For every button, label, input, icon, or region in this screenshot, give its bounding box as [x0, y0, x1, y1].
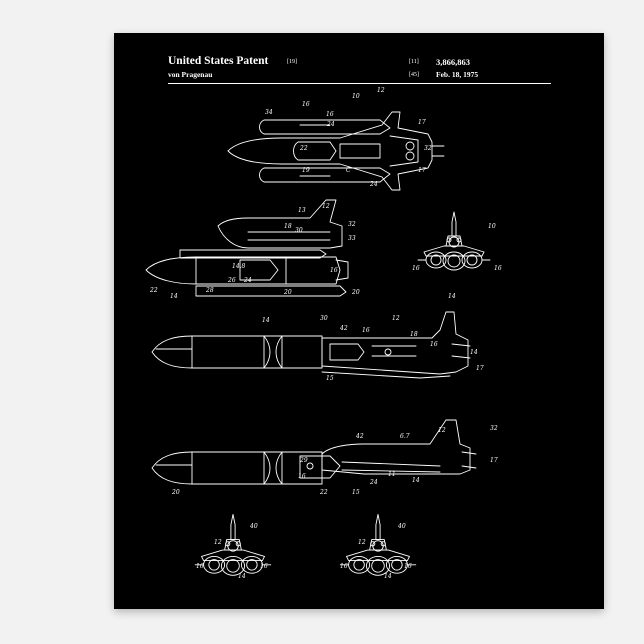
reference-numeral-fig5: 15 — [352, 489, 360, 496]
reference-numeral-fig5: 17 — [490, 457, 498, 464]
reference-numeral-fig1: 24 — [326, 121, 335, 128]
patent-title: United States Patent — [168, 55, 269, 67]
figure-5-side-view — [151, 420, 476, 485]
reference-numeral-fig1: 34 — [265, 109, 273, 116]
reference-numeral-fig3: 12 — [322, 203, 330, 210]
reference-numeral-fig2: 10 — [488, 223, 496, 230]
reference-numeral-fig2: 16 — [412, 265, 420, 272]
patent-poster: United States Patent [19] von Pragenau [… — [114, 33, 604, 609]
reference-numeral-fig2: 14 — [448, 293, 456, 300]
reference-numeral-fig4: 16 — [430, 341, 438, 348]
reference-numeral-fig6: 16 — [196, 563, 204, 570]
reference-numeral-fig3: 32 — [348, 221, 356, 228]
reference-numeral-fig4: 14 — [470, 349, 478, 356]
reference-numeral-fig1: 16 — [302, 101, 310, 108]
date-tag: [45] — [409, 72, 419, 78]
reference-numeral-fig4: 15 — [326, 375, 334, 382]
reference-numeral-fig5: 16 — [298, 473, 306, 480]
reference-numeral-fig3: 30 — [295, 227, 303, 234]
figure-2-front-view — [417, 211, 491, 271]
reference-numeral-fig5: 29 — [299, 457, 308, 464]
reference-numeral-fig3: 33 — [348, 235, 356, 242]
reference-numeral-fig4: 14 — [262, 317, 270, 324]
reference-numeral-fig5: 20 — [171, 489, 180, 496]
header-rule — [168, 83, 551, 84]
patent-drawings: 10121634241732172219C2416101616141213183… — [114, 87, 502, 580]
reference-numeral-fig7: 16 — [404, 563, 412, 570]
reference-numeral-fig3: 24 — [243, 277, 252, 284]
reference-numeral-fig7: 40 — [397, 523, 406, 530]
reference-numeral-fig5: 32 — [490, 425, 498, 432]
reference-numeral-fig1: 17 — [418, 119, 426, 126]
reference-numeral-fig1: 12 — [377, 87, 385, 94]
reference-numeral-fig1: 10 — [352, 93, 360, 100]
reference-numeral-fig6: 16 — [260, 563, 268, 570]
reference-numeral-fig7: 16 — [340, 563, 348, 570]
reference-numeral-fig3: 20 — [351, 289, 360, 296]
reference-numeral-fig3: 16 — [330, 267, 338, 274]
reference-numeral-fig5: 42 — [355, 433, 364, 440]
reference-numeral-fig5: 12 — [438, 427, 446, 434]
reference-numeral-fig3: 14 — [170, 293, 178, 300]
reference-numeral-fig4: 42 — [339, 325, 348, 332]
reference-numeral-fig5: 6.7 — [400, 433, 410, 440]
figure-1-top-view — [228, 112, 444, 190]
reference-numeral-fig4: 17 — [476, 365, 484, 372]
figure-3-side-view — [146, 200, 348, 296]
inventor-name: von Pragenau — [168, 70, 213, 79]
reference-numeral-fig1: 22 — [299, 145, 308, 152]
reference-numeral-fig1: 17 — [418, 167, 426, 174]
reference-numeral-fig1: 32 — [424, 145, 432, 152]
reference-numeral-fig3: 13 — [298, 207, 306, 214]
reference-numeral-fig1: C — [346, 167, 351, 174]
reference-numeral-fig3: 18 — [284, 223, 292, 230]
reference-numeral-fig3: 20 — [283, 289, 292, 296]
reference-numeral-fig5: 11 — [388, 471, 396, 478]
reference-numeral-fig7: 14 — [384, 573, 392, 580]
reference-numeral-fig4: 18 — [410, 331, 418, 338]
reference-numeral-fig4: 30 — [320, 315, 328, 322]
reference-numeral-fig4: 16 — [362, 327, 370, 334]
reference-numeral-fig6: 14 — [238, 573, 246, 580]
reference-numeral-fig1: 24 — [369, 181, 378, 188]
reference-numeral-fig3: 14.8 — [232, 263, 246, 270]
reference-numeral-fig3: 26 — [227, 277, 236, 284]
title-tag: [19] — [287, 59, 297, 65]
reference-numeral-fig1: 19 — [302, 167, 310, 174]
reference-numeral-fig1: 16 — [326, 111, 334, 118]
reference-numeral-fig6: 12 — [214, 539, 222, 546]
reference-numeral-fig7: 12 — [358, 539, 366, 546]
figure-4-side-view — [151, 312, 470, 378]
reference-numeral-fig6: 40 — [249, 523, 258, 530]
reference-numeral-fig3: 28 — [205, 287, 214, 294]
reference-numeral-fig5: 24 — [369, 479, 378, 486]
reference-numeral-fig5: 22 — [319, 489, 328, 496]
number-tag: [11] — [409, 59, 419, 65]
reference-numeral-fig2: 16 — [494, 265, 502, 272]
patent-number: 3,866,863 — [436, 57, 470, 67]
reference-numeral-fig4: 12 — [392, 315, 400, 322]
reference-numeral-fig5: 14 — [412, 477, 420, 484]
reference-numeral-fig3: 22 — [149, 287, 158, 294]
patent-date: Feb. 18, 1975 — [436, 70, 479, 79]
